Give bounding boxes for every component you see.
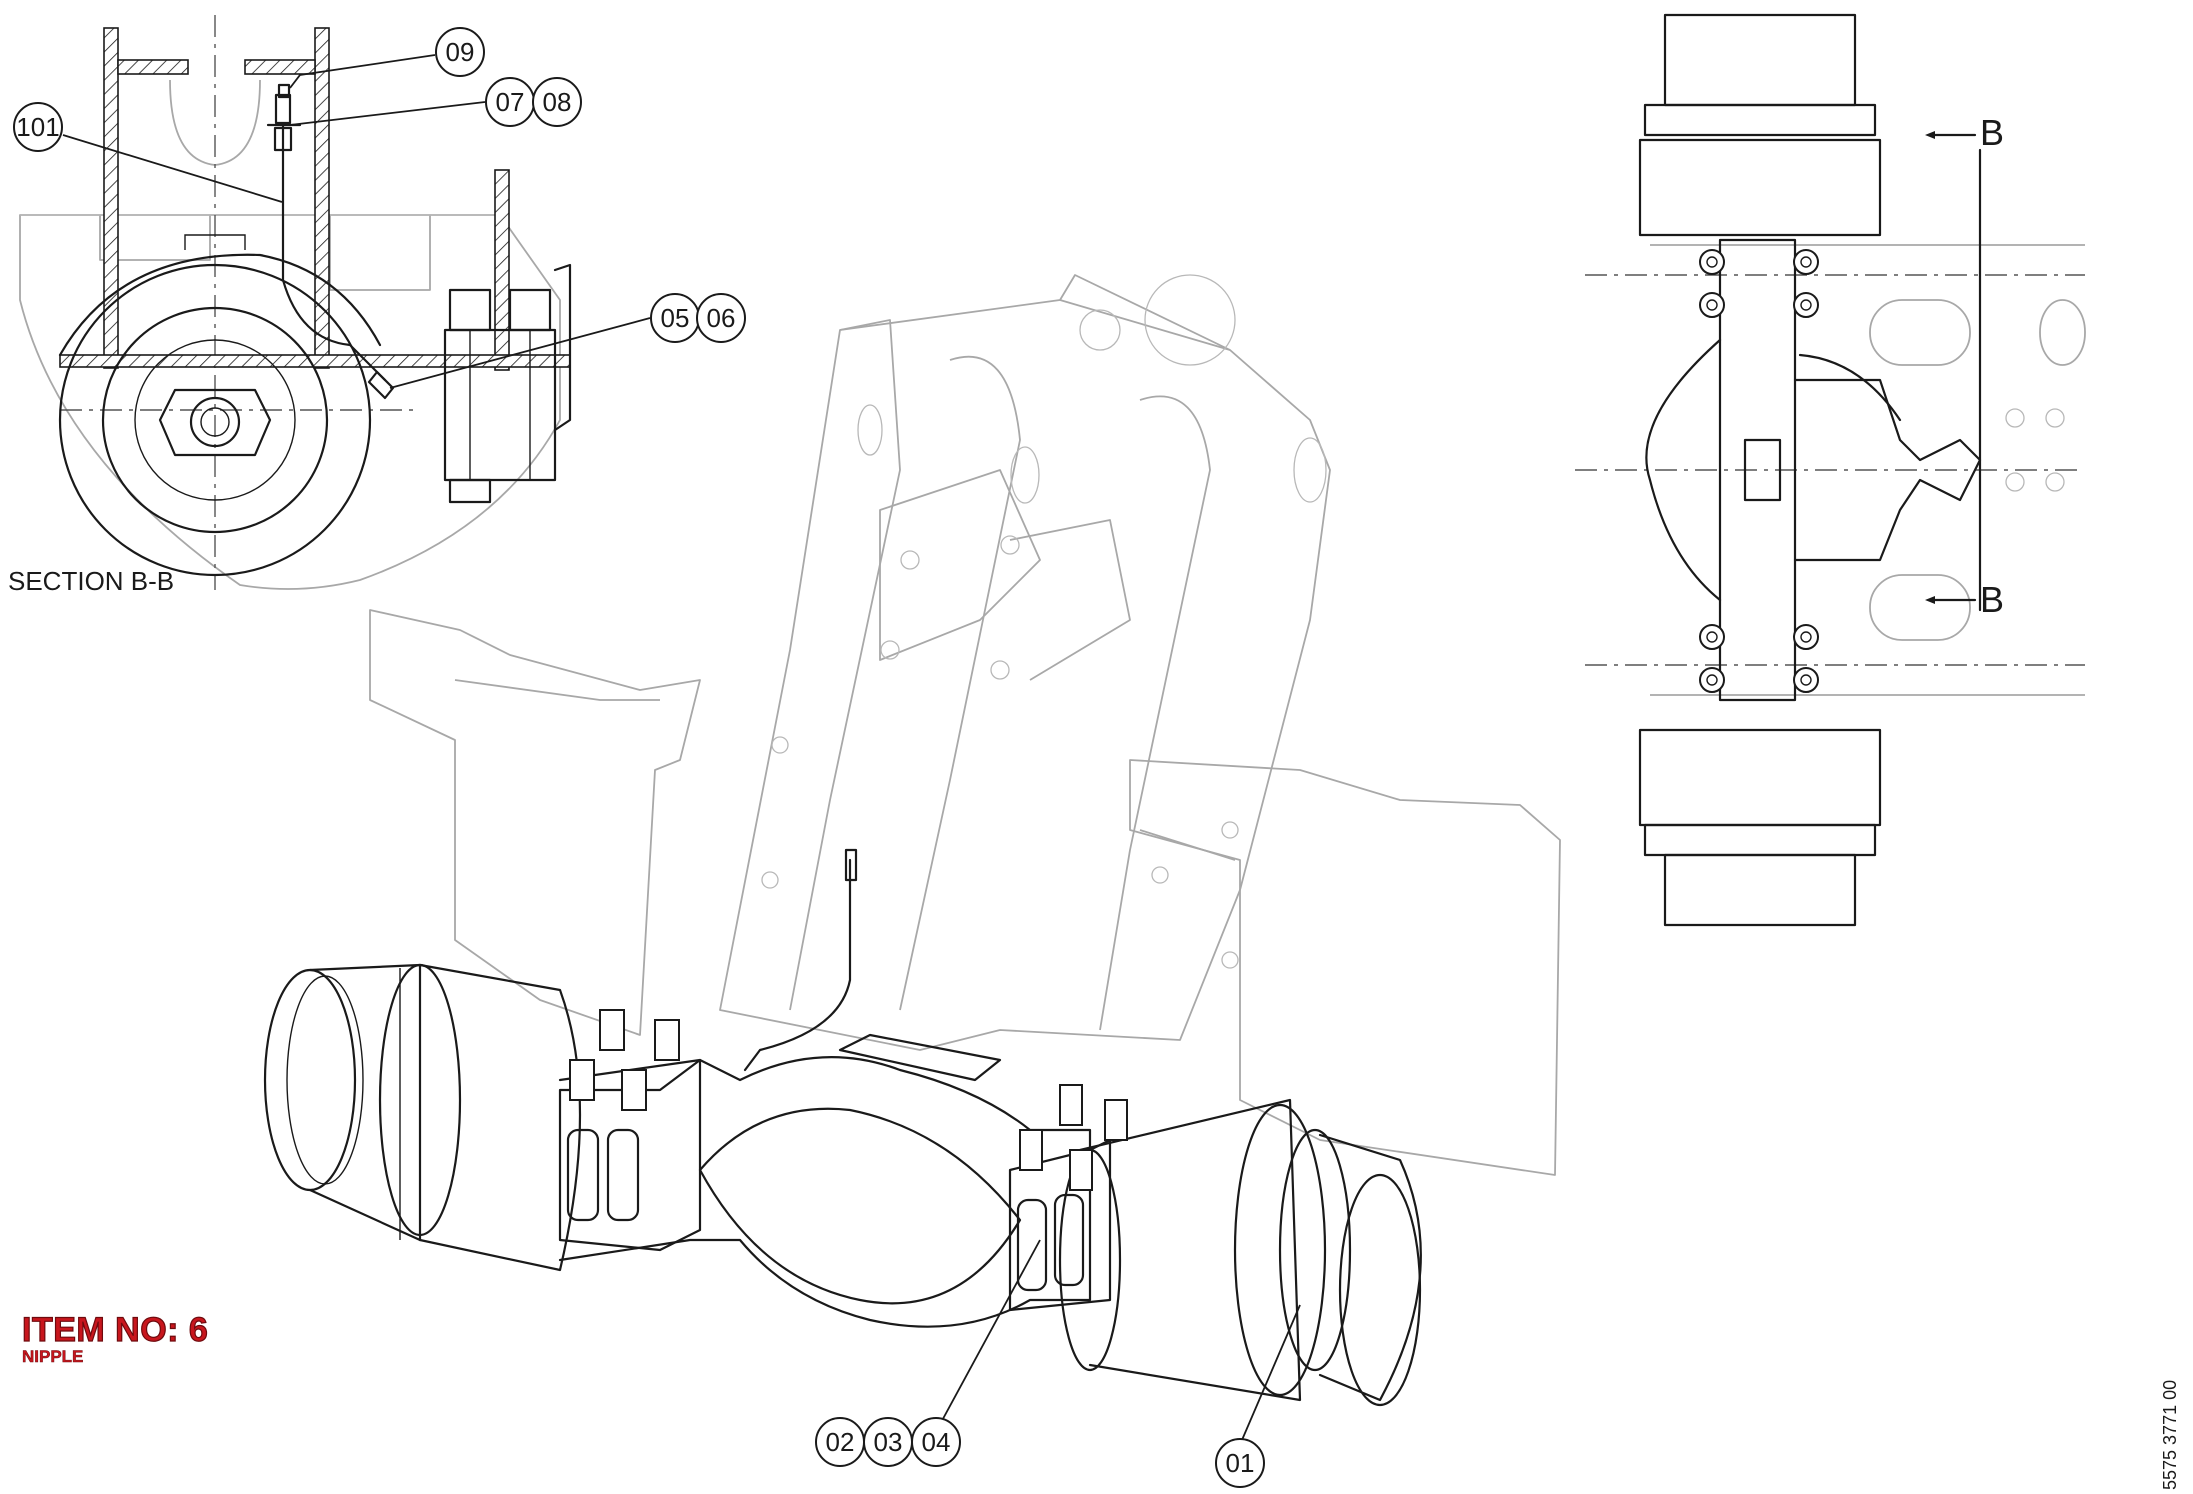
item-name: NIPPLE [22,1347,84,1366]
callout-07: 07 [485,77,535,127]
callout-leaders [62,54,1301,1441]
document-number: 5575 3771 00 [2160,1379,2180,1490]
callout-04: 04 [911,1417,961,1467]
section-marker-top: B [1980,112,2004,153]
svg-text:02: 02 [826,1427,855,1457]
section-label: SECTION B-B [8,566,174,596]
svg-text:06: 06 [707,303,736,333]
top-view-bolts [1699,249,2065,693]
callout-01: 01 [1215,1438,1265,1488]
svg-text:05: 05 [661,303,690,333]
item-number: ITEM NO: 6 [21,1311,209,1349]
callout-06: 06 [696,293,746,343]
item-label: ITEM NO: 6 NIPPLE [21,1311,209,1366]
callout-02: 02 [815,1417,865,1467]
svg-text:01: 01 [1226,1448,1255,1478]
section-b-b-view: SECTION B-B [8,15,572,596]
svg-text:08: 08 [543,87,572,117]
top-view: B B [1575,13,2086,927]
section-marker-bottom: B [1980,579,2004,620]
svg-text:09: 09 [446,37,475,67]
callout-05: 05 [650,293,700,343]
callout-08: 08 [532,77,582,127]
svg-text:04: 04 [922,1427,951,1457]
svg-text:03: 03 [874,1427,903,1457]
main-assembly-view [263,274,1561,1407]
callout-09: 09 [435,27,485,77]
svg-text:101: 101 [16,112,59,142]
callout-101: 101 [13,102,63,152]
callout-03: 03 [863,1417,913,1467]
u-bolt-nuts [569,1009,1128,1191]
svg-text:07: 07 [496,87,525,117]
